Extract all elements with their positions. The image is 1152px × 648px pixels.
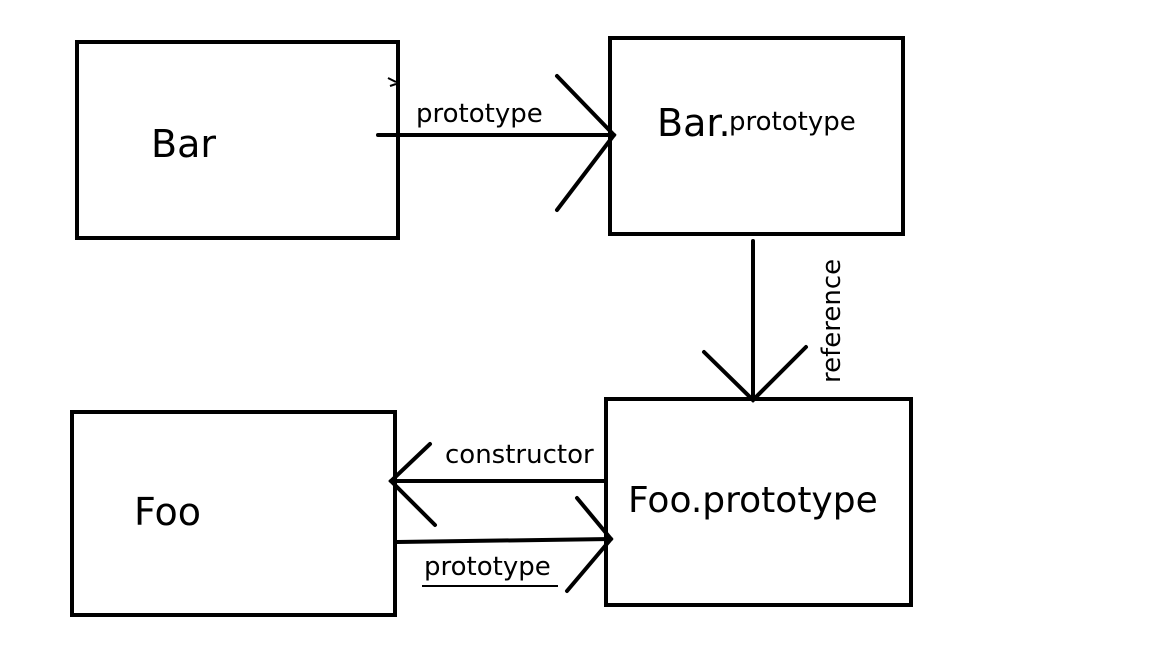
node-foo-prototype: Foo.prototype (604, 397, 913, 607)
node-bar-label: Bar (151, 122, 216, 166)
arrowhead-foo (388, 442, 437, 527)
node-foo-prototype-label: Foo.prototype (628, 480, 878, 521)
edge-foo-to-foo-prototype-label: prototype (424, 552, 551, 582)
arrowhead-bar-prototype (555, 74, 617, 212)
node-bar: Bar (75, 40, 400, 240)
edge-reference-label: reference (817, 259, 847, 383)
arrowhead-foo-prototype (702, 345, 808, 403)
edge-foo-prototype-line (395, 537, 613, 544)
node-foo-prototype-box (604, 397, 913, 607)
node-bar-prototype: Bar. prototype (608, 36, 905, 236)
edge-foo-to-foo-prototype: prototype (395, 496, 614, 593)
node-bar-prototype-box (608, 36, 905, 236)
edge-foo-prototype-to-foo: constructor (388, 440, 606, 527)
edge-bar-prototype-to-foo-prototype: reference (702, 239, 847, 403)
edge-bar-to-bar-prototype: prototype (376, 74, 617, 212)
arrowhead-foo-prototype-2 (565, 496, 614, 593)
stray-mark (387, 77, 397, 87)
edge-constructor-label: constructor (445, 440, 594, 470)
edge-bar-to-bar-prototype-label: prototype (416, 99, 543, 129)
node-bar-prototype-label-suffix: prototype (729, 107, 856, 137)
node-foo-box (70, 410, 397, 617)
node-foo-label: Foo (134, 490, 201, 534)
node-foo: Foo (70, 410, 397, 617)
node-bar-box (75, 40, 400, 240)
node-bar-prototype-label: Bar. (657, 101, 731, 145)
